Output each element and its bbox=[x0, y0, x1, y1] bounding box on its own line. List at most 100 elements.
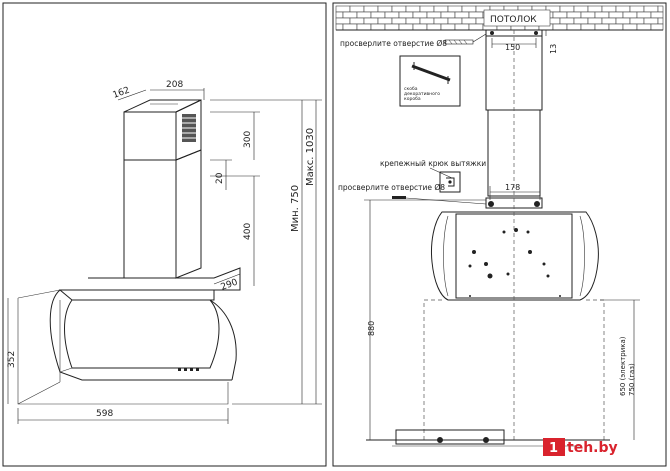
ceiling-brick bbox=[440, 23, 456, 31]
dim-400: 400 bbox=[243, 223, 253, 240]
ceiling-brick bbox=[629, 17, 645, 25]
ceiling-brick bbox=[335, 17, 351, 25]
ceiling-brick bbox=[419, 5, 435, 13]
ceiling-brick bbox=[629, 5, 645, 13]
ceiling-brick bbox=[363, 5, 379, 13]
ceiling-brick bbox=[461, 17, 477, 25]
screw-icon bbox=[444, 33, 487, 45]
bracket-note-2: декоративного bbox=[404, 92, 440, 97]
ceiling-brick bbox=[657, 17, 664, 25]
ceiling-brick bbox=[398, 11, 414, 19]
ceiling-brick bbox=[594, 23, 610, 31]
control-buttons bbox=[178, 368, 199, 371]
dim-300: 300 bbox=[243, 131, 253, 148]
ceiling-brick bbox=[573, 5, 589, 13]
ceiling-brick bbox=[580, 11, 596, 19]
ceiling-brick bbox=[636, 11, 652, 19]
bracket-detail-box bbox=[399, 55, 461, 107]
ceiling-brick bbox=[650, 23, 664, 31]
ceiling-brick bbox=[447, 17, 463, 25]
dim-20: 20 bbox=[215, 172, 225, 184]
ceiling-brick bbox=[468, 11, 484, 19]
ceiling-brick bbox=[594, 11, 610, 19]
ceiling-brick bbox=[377, 17, 393, 25]
ceiling-brick bbox=[608, 11, 624, 19]
left-dimensions bbox=[7, 88, 322, 424]
ceiling-brick bbox=[412, 23, 428, 31]
ceiling-brick bbox=[335, 23, 344, 31]
ceiling-brick bbox=[552, 11, 568, 19]
dim-max: Макс. 1030 bbox=[305, 128, 316, 186]
ceiling-brick bbox=[391, 17, 407, 25]
ceiling-brick bbox=[601, 5, 617, 13]
ceiling-brick bbox=[559, 5, 575, 13]
dim-352: 352 bbox=[7, 351, 17, 368]
left-panel-frame bbox=[2, 2, 327, 467]
ceiling-brick bbox=[587, 17, 603, 25]
ceiling-brick bbox=[573, 17, 589, 25]
dim-13: 13 bbox=[549, 44, 558, 54]
dim-880: 880 bbox=[367, 321, 376, 336]
dim-178: 178 bbox=[505, 183, 520, 192]
ceiling-brick bbox=[335, 11, 344, 19]
ceiling-brick bbox=[636, 23, 652, 31]
ceiling-brick bbox=[363, 17, 379, 25]
ceiling-brick bbox=[650, 11, 664, 19]
ceiling-brick bbox=[643, 17, 659, 25]
drill-label-bottom: просверлите отверстие Ø8 bbox=[338, 183, 445, 192]
dim-598: 598 bbox=[96, 409, 113, 419]
ceiling-brick bbox=[615, 17, 631, 25]
ceiling-brick bbox=[398, 23, 414, 31]
dim-min: Мин. 750 bbox=[290, 185, 301, 232]
ceiling-brick bbox=[356, 23, 372, 31]
ceiling-brick bbox=[356, 11, 372, 19]
ceiling-brick bbox=[419, 17, 435, 25]
ceiling-brick bbox=[559, 17, 575, 25]
screw-icon-small bbox=[392, 196, 406, 199]
ceiling-brick bbox=[384, 23, 400, 31]
ceiling-brick bbox=[377, 5, 393, 13]
bracket-note-1: скоба bbox=[404, 86, 418, 92]
ceiling-brick bbox=[440, 11, 456, 19]
ceiling-brick bbox=[608, 23, 624, 31]
ceiling-brick bbox=[454, 23, 470, 31]
bracket-note-3: короба bbox=[404, 96, 421, 102]
ceiling-brick bbox=[412, 11, 428, 19]
ceiling-brick bbox=[426, 11, 442, 19]
ceiling-brick bbox=[566, 11, 582, 19]
ceiling-brick bbox=[566, 23, 582, 31]
ceiling-brick bbox=[454, 11, 470, 19]
ceiling-label-box bbox=[483, 9, 551, 27]
dim-650: 650 (электрика) bbox=[619, 336, 627, 396]
logo-digit: 1 bbox=[549, 441, 558, 456]
ceiling-brick bbox=[391, 5, 407, 13]
ceiling-brick bbox=[622, 11, 638, 19]
hood-front-view bbox=[431, 211, 599, 301]
ceiling-brick bbox=[433, 5, 449, 13]
ceiling-brick bbox=[433, 17, 449, 25]
ceiling-brick bbox=[657, 5, 664, 13]
ceiling-brick bbox=[615, 5, 631, 13]
right-panel-frame bbox=[332, 2, 667, 467]
ceiling-brick bbox=[370, 11, 386, 19]
dim-750: 750 (газ) bbox=[628, 363, 636, 396]
ceiling-brick bbox=[335, 5, 351, 13]
ceiling-brick bbox=[587, 5, 603, 13]
ceiling-brick bbox=[384, 11, 400, 19]
ceiling-brick bbox=[447, 5, 463, 13]
site-logo: 1 teh.by bbox=[543, 438, 618, 456]
dim-208: 208 bbox=[166, 80, 183, 90]
ceiling-brick bbox=[405, 5, 421, 13]
ceiling-label: ПОТОЛОК bbox=[490, 15, 537, 25]
ceiling-brick bbox=[370, 23, 386, 31]
vent-grille bbox=[182, 114, 196, 142]
hook-icon bbox=[439, 171, 461, 193]
drill-label-top: просверлите отверстие Ø8 bbox=[340, 39, 447, 48]
ceiling-brick bbox=[622, 23, 638, 31]
ceiling-brick bbox=[461, 5, 477, 13]
dim-150: 150 bbox=[505, 43, 520, 52]
ceiling-brick bbox=[349, 17, 365, 25]
ceiling-brick bbox=[601, 17, 617, 25]
ceiling-brick bbox=[580, 23, 596, 31]
